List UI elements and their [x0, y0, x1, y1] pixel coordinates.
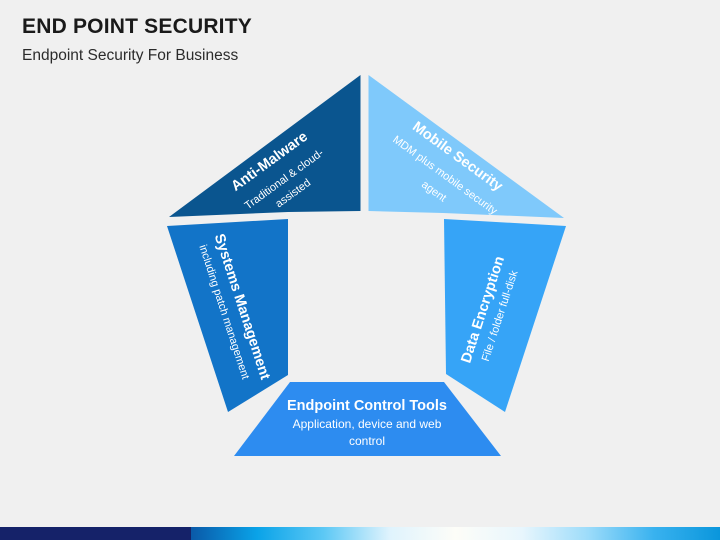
- segment-data-encryption[interactable]: Data Encryption File / folder full-disk: [444, 219, 566, 412]
- segment-mobile-security[interactable]: Mobile Security MDM plus mobile security…: [368, 75, 565, 218]
- page-title: END POINT SECURITY: [22, 15, 252, 38]
- segment-endpoint-control-tools-subtitle-line1: Application, device and web: [293, 417, 442, 431]
- segment-systems-management-facet[interactable]: [167, 219, 288, 412]
- segment-anti-malware-facet[interactable]: [169, 75, 361, 217]
- segment-endpoint-control-tools[interactable]: Endpoint Control Tools Application, devi…: [234, 382, 501, 456]
- segment-endpoint-control-tools-subtitle-line2: control: [349, 434, 385, 448]
- page-subtitle: Endpoint Security For Business: [22, 47, 239, 64]
- segment-endpoint-control-tools-facet[interactable]: [234, 382, 501, 456]
- segment-systems-management[interactable]: Systems Management including patch manag…: [167, 219, 288, 412]
- segment-endpoint-control-tools-title: Endpoint Control Tools: [287, 398, 447, 414]
- segment-anti-malware[interactable]: Anti-Malware Traditional & cloud- assist…: [169, 75, 361, 217]
- footer-accent-bar: [0, 527, 720, 540]
- slide-header: END POINT SECURITY Endpoint Security For…: [22, 14, 682, 67]
- segment-data-encryption-facet[interactable]: [444, 219, 566, 412]
- footer-navy-block: [0, 527, 191, 540]
- footer-gradient-block: [191, 527, 720, 540]
- pentagon-cycle-diagram: Anti-Malware Traditional & cloud- assist…: [167, 75, 566, 456]
- segment-mobile-security-facet[interactable]: [368, 75, 565, 218]
